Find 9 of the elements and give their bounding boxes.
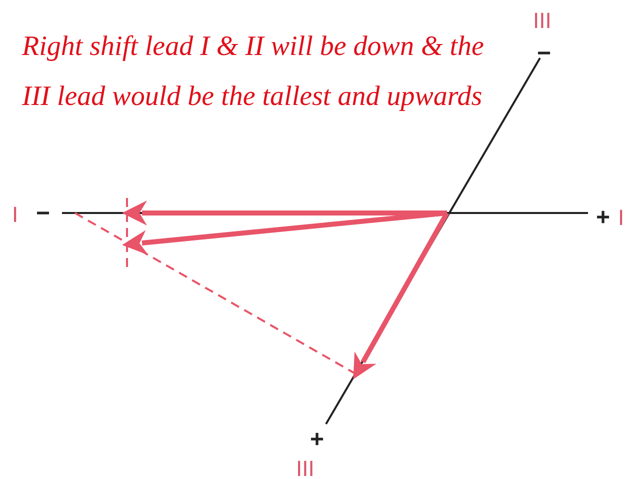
lead-label: III [533,7,552,35]
lead-label: I [618,204,624,232]
handwritten-note: Right shift lead I & II will be down & the III lead would be the tallest and upwards [22,30,485,114]
polarity-sign: − [36,199,50,229]
polarity-sign: − [537,39,552,69]
polarity-sign: + [310,425,324,455]
lead-label: III [296,455,314,479]
polarity-sign: + [596,203,610,233]
lead-label: I [12,201,18,229]
